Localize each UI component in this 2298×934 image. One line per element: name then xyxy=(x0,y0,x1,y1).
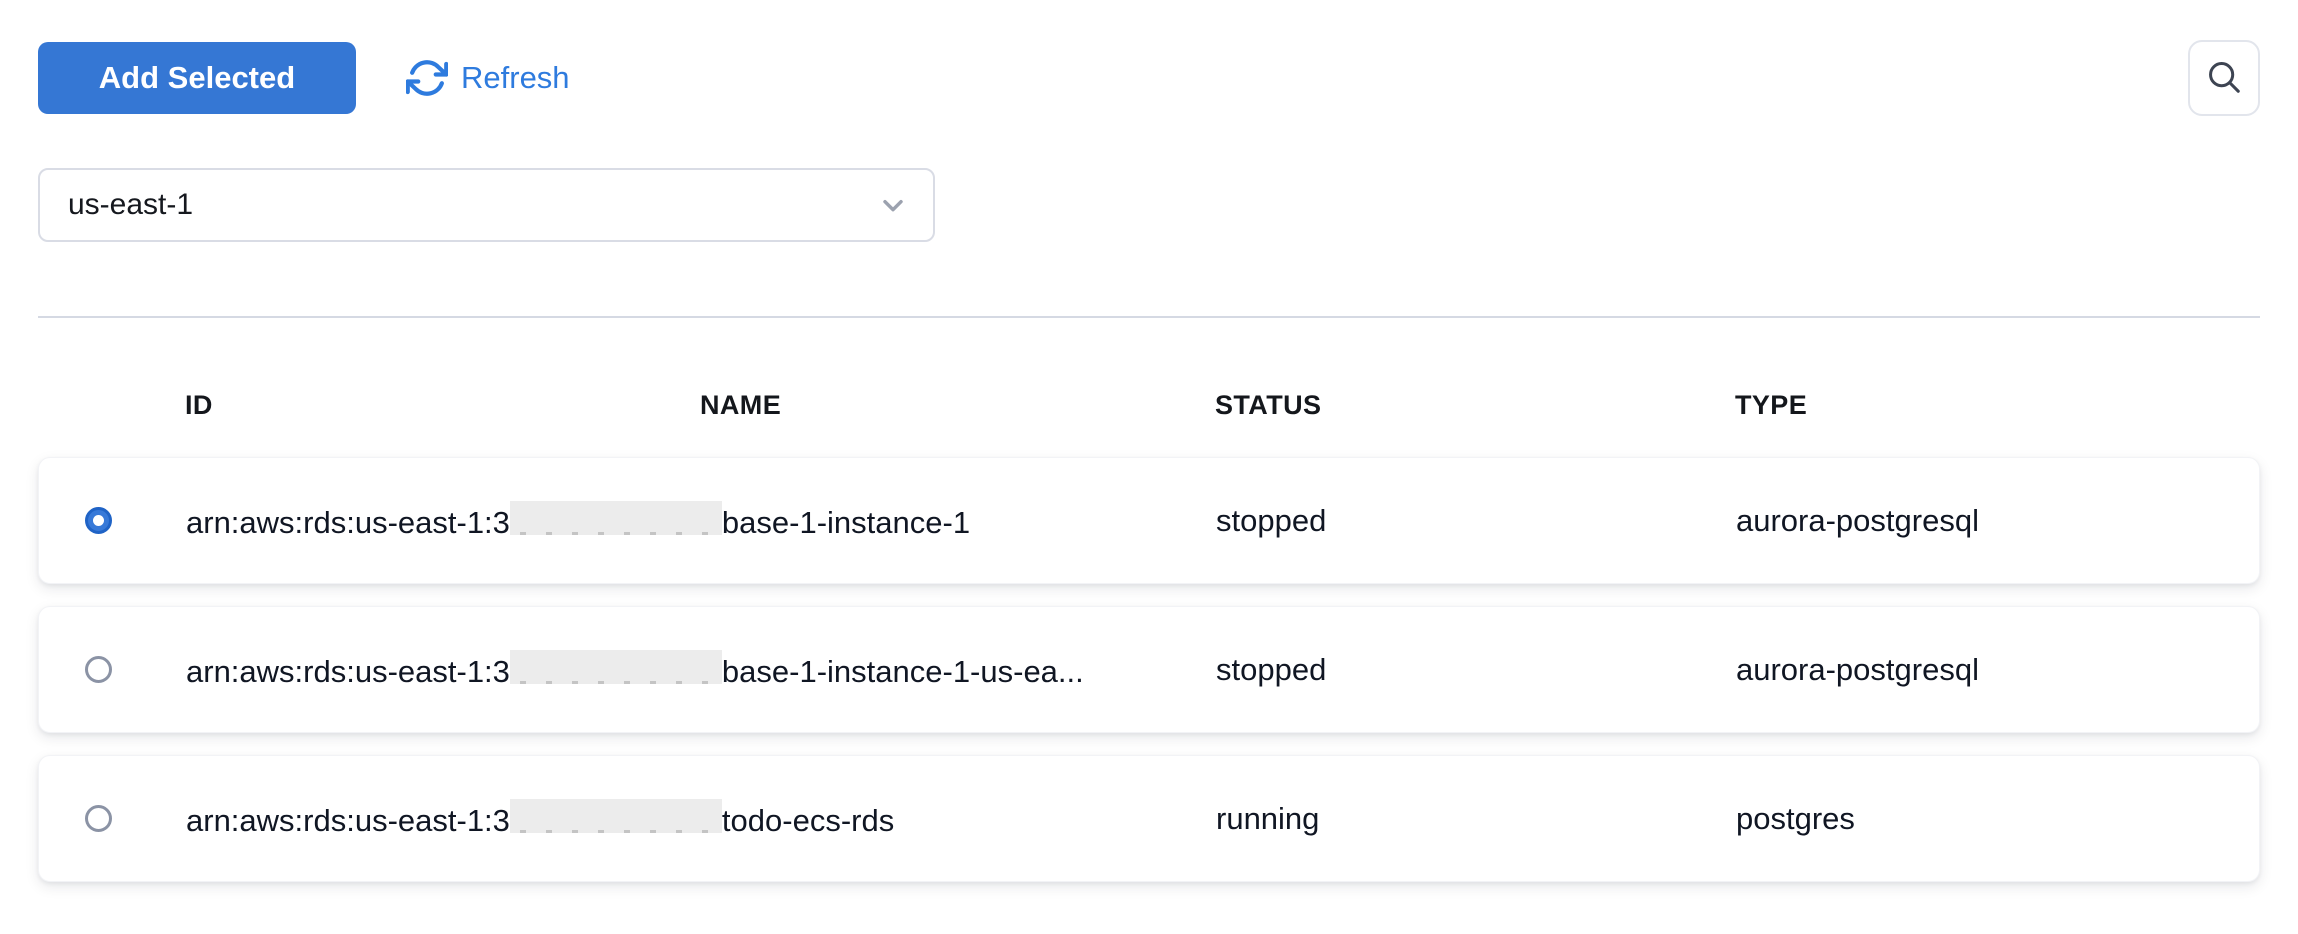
instance-id-name: arn:aws:rds:us-east-1:3 base-1-instance-1… xyxy=(186,649,1216,690)
chevron-down-icon xyxy=(877,189,909,221)
radio-button[interactable] xyxy=(85,507,112,534)
instance-status: stopped xyxy=(1216,502,1327,538)
instance-status: running xyxy=(1216,800,1320,836)
instance-type: postgres xyxy=(1736,800,1855,836)
redacted-account-id xyxy=(509,649,722,684)
divider xyxy=(38,316,2260,318)
instance-name: base-1-instance-1-us-ea... xyxy=(721,653,1084,689)
column-header-type: TYPE xyxy=(1735,390,1808,420)
add-selected-button[interactable]: Add Selected xyxy=(38,42,356,114)
instance-name: todo-ecs-rds xyxy=(721,802,895,838)
instance-type: aurora-postgresql xyxy=(1736,502,1979,538)
instance-arn-prefix: arn:aws:rds:us-east-1:3 xyxy=(186,802,510,838)
table-row[interactable]: arn:aws:rds:us-east-1:3 base-1-instance-1… xyxy=(38,457,2260,584)
table-header: ID NAME STATUS TYPE xyxy=(38,390,2260,421)
region-select[interactable]: us-east-1 xyxy=(38,168,935,242)
column-header-id: ID xyxy=(185,390,213,420)
radio-button[interactable] xyxy=(85,805,112,832)
refresh-icon xyxy=(406,57,448,99)
instance-id-name: arn:aws:rds:us-east-1:3 todo-ecs-rds xyxy=(186,798,1216,839)
instance-status: stopped xyxy=(1216,651,1327,687)
toolbar: Add Selected Refresh xyxy=(38,40,2260,116)
region-select-value: us-east-1 xyxy=(68,188,194,221)
radio-button[interactable] xyxy=(85,656,112,683)
table-row[interactable]: arn:aws:rds:us-east-1:3 base-1-instance-1… xyxy=(38,606,2260,733)
column-header-name: NAME xyxy=(700,390,782,420)
redacted-account-id xyxy=(509,798,722,833)
radio-cell xyxy=(39,507,186,534)
table-row[interactable]: arn:aws:rds:us-east-1:3 todo-ecs-rds runn… xyxy=(38,755,2260,882)
refresh-label: Refresh xyxy=(461,60,570,95)
search-icon xyxy=(2205,58,2243,99)
refresh-button[interactable]: Refresh xyxy=(406,57,570,99)
radio-cell xyxy=(39,656,186,683)
instance-arn-prefix: arn:aws:rds:us-east-1:3 xyxy=(186,653,510,689)
instance-id-name: arn:aws:rds:us-east-1:3 base-1-instance-1 xyxy=(186,500,1216,541)
redacted-account-id xyxy=(509,500,722,535)
instance-type: aurora-postgresql xyxy=(1736,651,1979,687)
search-button[interactable] xyxy=(2188,40,2260,116)
radio-cell xyxy=(39,805,186,832)
rds-instance-picker-panel: Add Selected Refresh us-e xyxy=(38,40,2260,882)
column-header-status: STATUS xyxy=(1215,390,1322,420)
instance-arn-prefix: arn:aws:rds:us-east-1:3 xyxy=(186,504,510,540)
instance-list: arn:aws:rds:us-east-1:3 base-1-instance-1… xyxy=(38,457,2260,882)
instance-name: base-1-instance-1 xyxy=(721,504,971,540)
